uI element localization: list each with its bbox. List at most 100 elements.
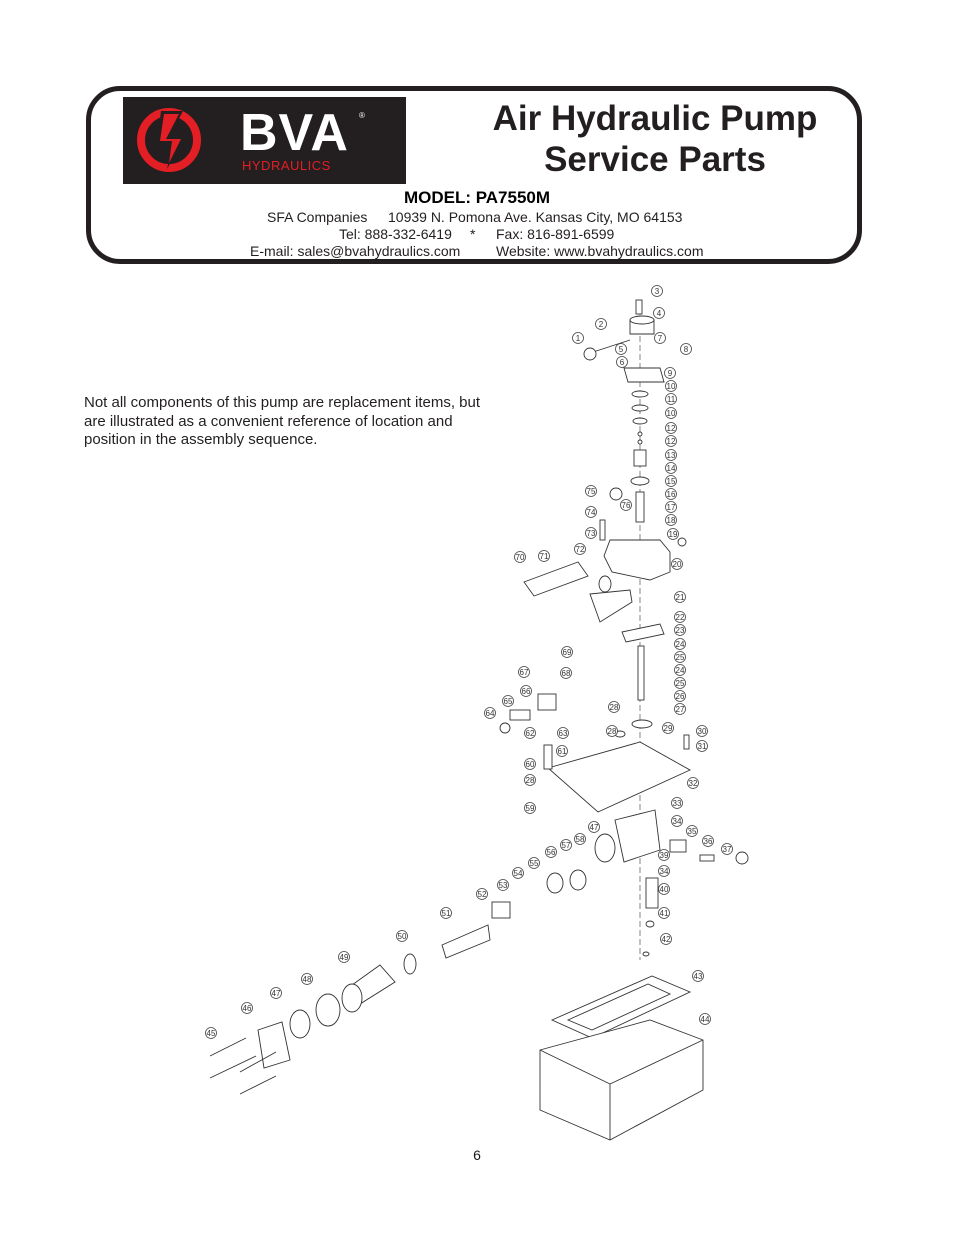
svg-text:28: 28 [526,776,535,785]
svg-text:60: 60 [526,760,535,769]
svg-text:13: 13 [667,451,676,460]
part-label-77: 70 [514,551,526,563]
svg-text:28: 28 [608,727,617,736]
svg-text:68: 68 [562,669,571,678]
svg-text:2: 2 [599,320,604,329]
svg-text:28: 28 [610,703,619,712]
svg-text:23: 23 [676,626,685,635]
svg-text:15: 15 [667,477,676,486]
part-label-17: 15 [665,475,677,487]
part-label-3: 3 [651,285,663,297]
svg-text:67: 67 [520,668,529,677]
svg-text:30: 30 [698,727,707,736]
part-label-40: 35 [686,825,698,837]
svg-text:32: 32 [689,779,698,788]
svg-text:52: 52 [478,890,487,899]
svg-text:25: 25 [676,653,685,662]
part-label-42: 37 [721,843,733,855]
svg-text:12: 12 [667,437,676,446]
svg-text:70: 70 [516,553,525,562]
svg-text:56: 56 [547,848,556,857]
svg-text:12: 12 [667,424,676,433]
svg-text:75: 75 [587,487,596,496]
part-label-57: 52 [476,888,488,900]
svg-text:25: 25 [676,679,685,688]
header-frame [86,86,862,264]
part-label-37: 32 [687,777,699,789]
part-label-54: 49 [338,951,350,963]
svg-text:74: 74 [587,508,596,517]
model-number: MODEL: PA7550M [403,188,551,207]
part-label-19: 17 [665,501,677,513]
svg-text:40: 40 [660,885,669,894]
part-number-labels: 1234567891011101212131415161718192021222… [205,285,733,1039]
part-label-59: 54 [512,867,524,879]
part-label-47: 42 [660,933,672,945]
part-label-56: 51 [440,907,452,919]
disclaimer-note: Not all components of this pump are repl… [84,394,481,448]
svg-text:37: 37 [723,845,732,854]
svg-text:26: 26 [676,692,685,701]
fax-number: Fax: 816-891-6599 [496,226,615,242]
website-address: Website: www.bvahydraulics.com [496,243,704,259]
svg-text:69: 69 [563,648,572,657]
svg-text:51: 51 [442,909,451,918]
part-label-28: 24 [674,664,686,676]
svg-text:9: 9 [668,369,673,378]
part-label-43: 34 [658,865,670,877]
page-title: Air Hydraulic Pump Service Parts [440,98,870,180]
part-label-9: 9 [664,367,676,379]
svg-text:49: 49 [340,953,349,962]
page-number: 6 [473,1147,481,1163]
part-label-33: 28 [606,725,618,737]
svg-text:31: 31 [698,742,707,751]
svg-text:47: 47 [590,823,599,832]
part-label-66: 28 [524,774,536,786]
part-label-14: 12 [665,435,677,447]
part-label-2: 2 [595,318,607,330]
part-label-21: 19 [667,528,679,540]
svg-text:65: 65 [504,697,513,706]
brand-registered: ® [359,111,365,120]
part-label-23: 21 [674,591,686,603]
svg-text:73: 73 [587,529,596,538]
svg-text:58: 58 [576,835,585,844]
part-label-39: 34 [671,815,683,827]
part-label-70: 63 [557,727,569,739]
svg-text:57: 57 [562,841,571,850]
svg-text:44: 44 [701,1015,710,1024]
svg-text:47: 47 [272,989,281,998]
part-label-76: 69 [561,646,573,658]
part-label-62: 57 [560,839,572,851]
svg-text:59: 59 [526,804,535,813]
svg-text:24: 24 [676,666,685,675]
part-label-81: 74 [585,506,597,518]
part-label-72: 65 [502,695,514,707]
svg-text:63: 63 [559,729,568,738]
part-label-67: 60 [524,758,536,770]
part-label-27: 25 [674,651,686,663]
part-label-38: 33 [671,797,683,809]
svg-text:33: 33 [673,799,682,808]
part-label-65: 59 [524,802,536,814]
part-label-12: 10 [665,407,677,419]
part-label-4: 4 [653,307,665,319]
part-label-49: 44 [699,1013,711,1025]
svg-text:8: 8 [684,345,689,354]
part-label-29: 25 [674,677,686,689]
svg-text:7: 7 [658,334,663,343]
part-label-63: 58 [574,833,586,845]
part-label-26: 24 [674,638,686,650]
svg-text:62: 62 [526,729,535,738]
email-address: E-mail: sales@bvahydraulics.com [250,243,461,259]
part-label-41: 36 [702,835,714,847]
svg-text:43: 43 [694,972,703,981]
part-label-83: 76 [620,499,632,511]
svg-text:27: 27 [676,705,685,714]
part-label-5: 5 [615,343,627,355]
part-label-68: 61 [556,745,568,757]
svg-text:72: 72 [576,545,585,554]
part-label-11: 11 [665,393,677,405]
svg-text:35: 35 [688,827,697,836]
part-label-32: 28 [608,701,620,713]
